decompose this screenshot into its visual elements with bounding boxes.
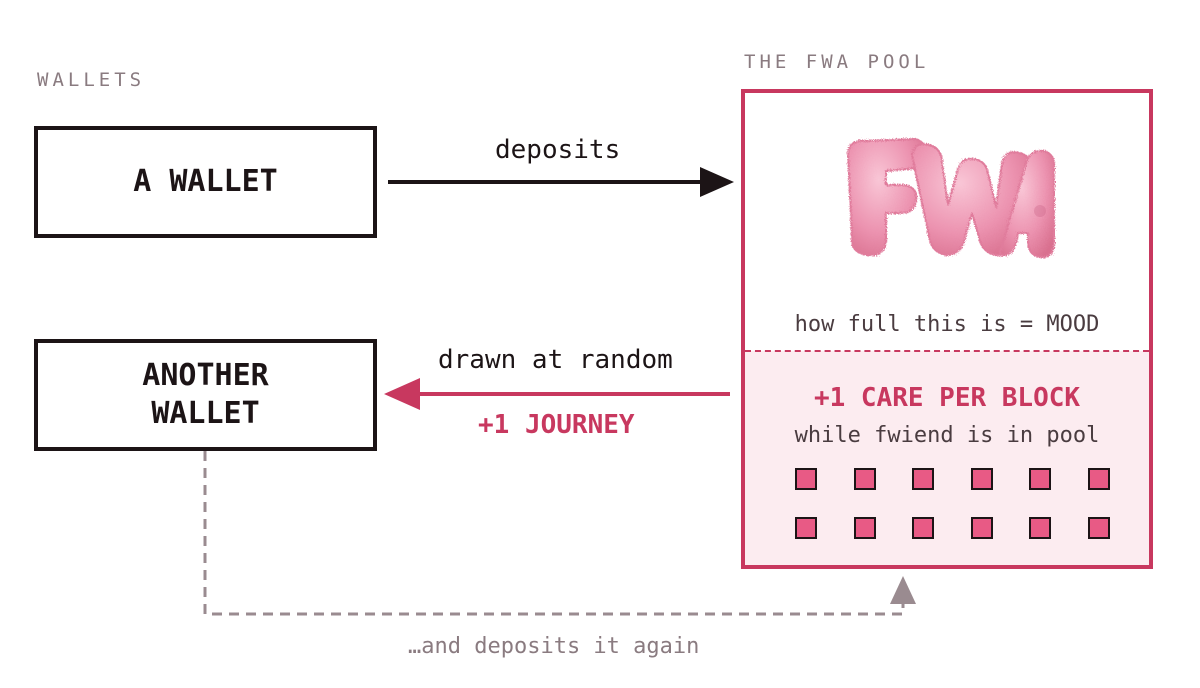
wallet-b-box: ANOTHER WALLET [34,339,377,451]
pool-square [970,517,993,539]
wallet-b-label: ANOTHER WALLET [142,358,269,431]
journey-label: +1 JOURNEY [478,410,635,440]
pool-square [1029,468,1051,490]
pool-square [970,468,993,490]
pool-square [1087,468,1110,490]
while-in-pool-text: while fwiend is in pool [794,423,1100,448]
arrow-left-icon [384,378,730,410]
drawn-label: drawn at random [438,345,673,375]
wallets-heading: WALLETS [37,69,146,91]
pool-square [853,468,876,490]
arrow-up-icon [890,576,916,604]
deposits-label: deposits [495,135,621,165]
fwa-pool-box: how full this is = MOOD +1 CARE PER BLOC… [741,89,1153,569]
pool-square [912,468,934,490]
mood-text: how full this is = MOOD [794,312,1100,337]
pool-heading: THE FWA POOL [744,51,930,73]
pool-square [1087,517,1110,539]
pool-square [795,517,817,539]
pool-square [853,517,876,539]
deposit-again-label: …and deposits it again [408,634,700,659]
arrow-right-icon [388,167,734,197]
wallet-a-box: A WALLET [34,126,377,238]
wallet-a-label: A WALLET [133,164,278,199]
care-text: +1 CARE PER BLOCK [813,383,1081,413]
fwa-logo [847,138,1056,259]
pool-square [795,468,817,490]
pool-divider [745,350,1149,352]
pool-square [912,517,934,539]
pool-square [1029,517,1051,539]
